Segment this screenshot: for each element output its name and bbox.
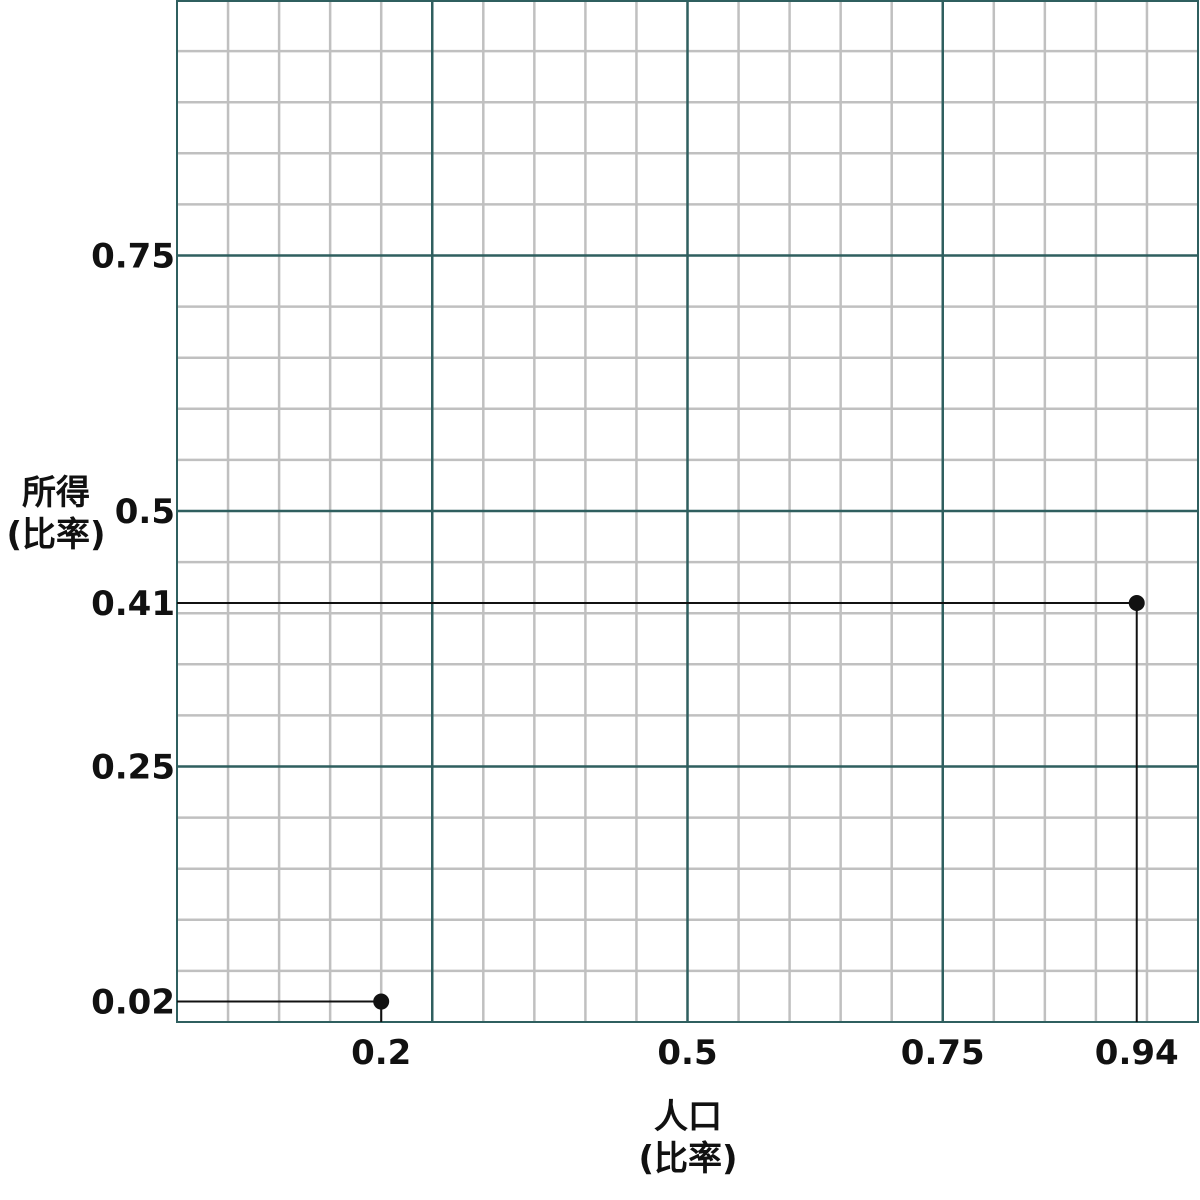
y-tick-label: 0.75 (91, 237, 175, 277)
data-points (373, 594, 1145, 1010)
x-tick-label: 0.2 (351, 1033, 411, 1073)
x-tick-label: 0.94 (1095, 1033, 1179, 1073)
y-axis-label-unit: (比率) (6, 515, 105, 555)
y-tick-label: 0.41 (91, 584, 175, 624)
guide-lines (177, 601, 1138, 1022)
plot-border (176, 0, 1199, 1023)
x-axis-label: 人口 (654, 1097, 722, 1137)
y-tick-label: 0.5 (115, 492, 175, 532)
data-point (373, 993, 390, 1010)
x-tick-labels: 0.2 0.5 0.75 0.94 (351, 1033, 1179, 1073)
x-tick-label: 0.5 (657, 1033, 717, 1073)
y-tick-label: 0.25 (91, 748, 175, 788)
y-axis-label: 所得 (22, 473, 90, 513)
y-tick-labels: 0.75 0.5 0.41 0.25 0.02 (91, 237, 175, 1023)
x-tick-label: 0.75 (901, 1033, 985, 1073)
data-point (1128, 594, 1145, 611)
x-axis-label-unit: (比率) (638, 1139, 737, 1179)
major-grid (177, 0, 1198, 1022)
y-tick-label: 0.02 (91, 983, 175, 1023)
